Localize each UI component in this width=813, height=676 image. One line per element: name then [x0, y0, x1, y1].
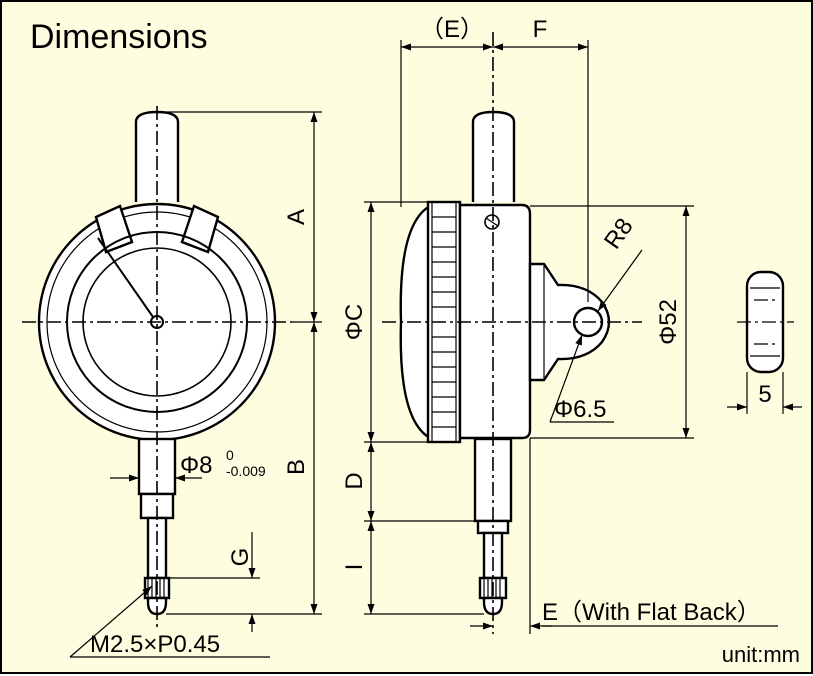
- label-phi52: Φ52: [655, 299, 682, 345]
- label-R8: R8: [599, 213, 639, 254]
- front-dimensions: [69, 111, 322, 658]
- unit-label: unit:mm: [722, 642, 800, 667]
- label-phi8: Φ8: [180, 452, 213, 479]
- phi65-leader: [549, 334, 583, 423]
- r8-leader: [597, 249, 643, 312]
- front-view: [22, 106, 292, 627]
- label-D: D: [341, 472, 368, 489]
- label-G: G: [227, 548, 254, 567]
- lug-end-view: [727, 270, 802, 414]
- label-I: I: [341, 564, 368, 571]
- label-F: F: [533, 16, 548, 43]
- label-B: B: [283, 459, 310, 475]
- label-E-flat-back: E（With Flat Back）: [542, 599, 761, 626]
- thread-leader: [69, 585, 153, 658]
- label-E-paren: （E）: [420, 16, 484, 43]
- label-A: A: [283, 209, 310, 225]
- label-phi65: Φ6.5: [554, 396, 607, 423]
- label-5: 5: [758, 381, 771, 408]
- side-view: [382, 32, 642, 634]
- limit-pointer-right: [180, 204, 220, 254]
- side-dimensions: [364, 40, 778, 634]
- dial-pointer: [97, 237, 154, 318]
- tolerance-upper: 0: [226, 447, 234, 463]
- drawing-title: Dimensions: [30, 18, 208, 56]
- limit-pointer-left: [94, 204, 134, 254]
- label-thread: M2.5×P0.45: [90, 631, 220, 658]
- label-phiC: ΦC: [341, 304, 368, 340]
- tolerance-lower: -0.009: [226, 463, 266, 479]
